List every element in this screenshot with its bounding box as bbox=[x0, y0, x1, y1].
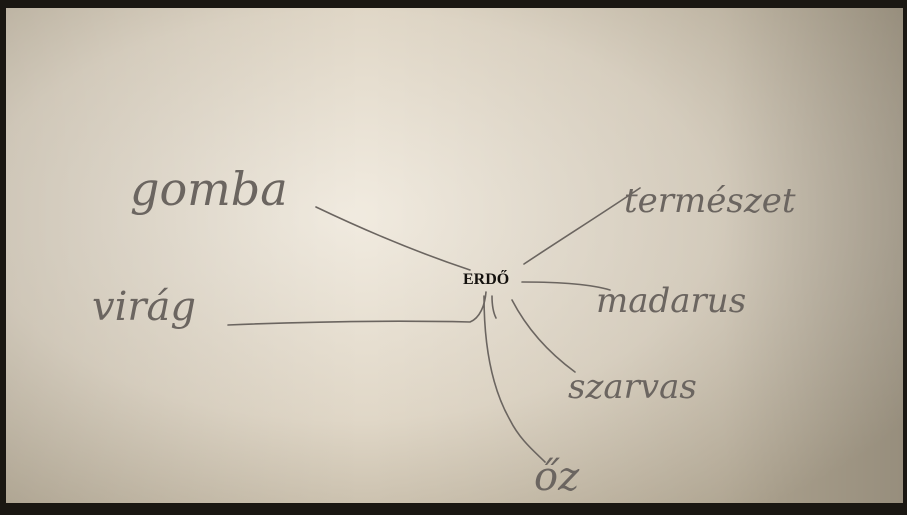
line-to-gomba bbox=[315, 206, 471, 271]
line-stub bbox=[491, 295, 497, 319]
center-label: ERDŐ bbox=[463, 269, 509, 288]
line-to-oz bbox=[483, 295, 546, 463]
paper-shading bbox=[6, 8, 903, 503]
word-termeszet: természet bbox=[624, 181, 796, 221]
line-to-termeszet bbox=[523, 187, 641, 265]
connector-lines bbox=[227, 187, 641, 463]
word-oz: őz bbox=[534, 454, 580, 500]
word-gomba: gomba bbox=[130, 162, 288, 216]
word-madarus: madarus bbox=[596, 281, 746, 321]
word-szarvas: szarvas bbox=[568, 367, 697, 407]
line-to-szarvas bbox=[511, 299, 576, 373]
word-virag: virág bbox=[92, 284, 196, 330]
line-to-virag bbox=[227, 291, 487, 326]
line-to-madarus bbox=[521, 281, 611, 291]
